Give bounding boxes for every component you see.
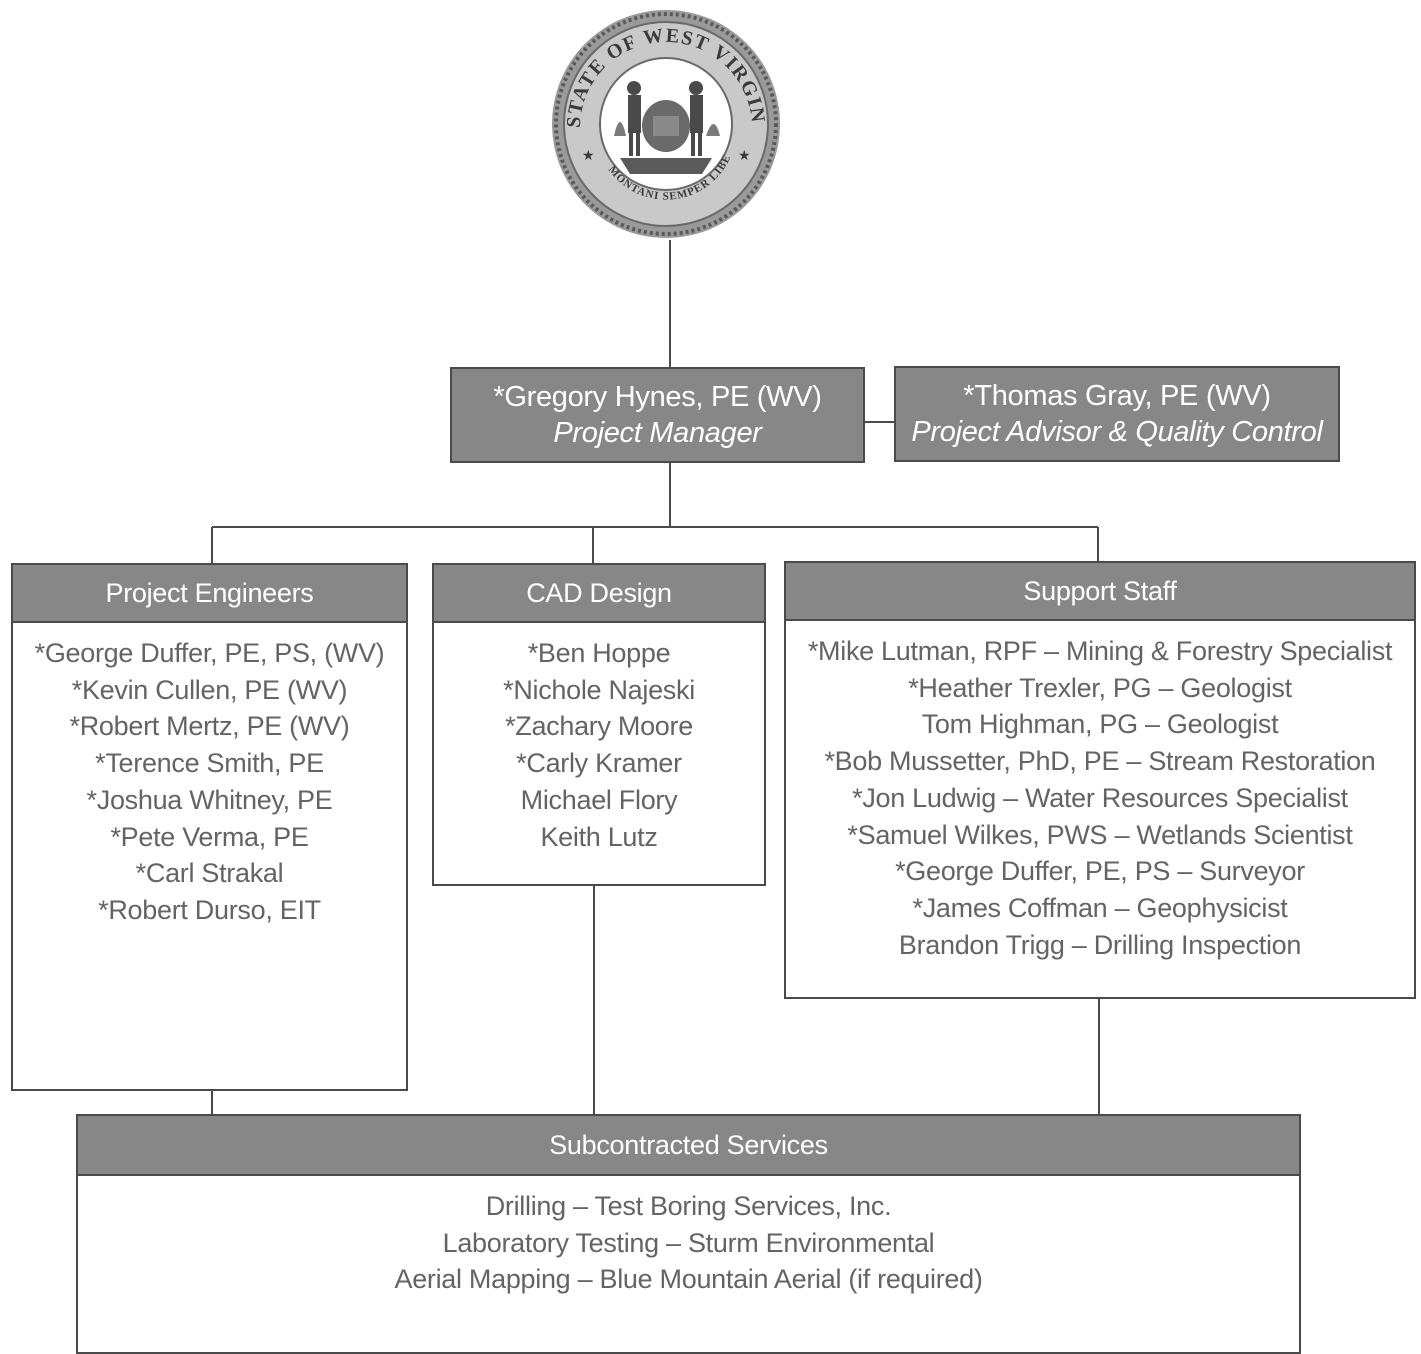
support-staff-list: *Mike Lutman, RPF – Mining & Forestry Sp… bbox=[786, 633, 1414, 963]
project-manager-box: *Gregory Hynes, PE (WV) Project Manager bbox=[450, 367, 865, 463]
support-member: *Jon Ludwig – Water Resources Specialist bbox=[852, 782, 1348, 813]
engineer-member: *Terence Smith, PE bbox=[95, 748, 324, 779]
cad-member: *Zachary Moore bbox=[505, 711, 693, 742]
state-seal: STATE OF WEST VIRGINIA MONTANI SEMPER LI… bbox=[542, 0, 782, 240]
engineer-member: *Carl Strakal bbox=[135, 858, 284, 889]
project-engineers-list: *George Duffer, PE, PS, (WV) *Kevin Culle… bbox=[13, 635, 406, 929]
support-staff-box: Support Staff *Mike Lutman, RPF – Mining… bbox=[784, 561, 1416, 999]
support-member: *Mike Lutman, RPF – Mining & Forestry Sp… bbox=[807, 636, 1393, 666]
support-member: *Samuel Wilkes, PWS – Wetlands Scientist bbox=[847, 819, 1353, 850]
svg-text:★: ★ bbox=[582, 147, 595, 163]
cad-member: *Carly Kramer bbox=[516, 748, 682, 779]
project-engineers-header: Project Engineers bbox=[13, 565, 406, 623]
cad-member: Michael Flory bbox=[520, 784, 678, 815]
engineer-member: *Pete Verma, PE bbox=[110, 821, 309, 852]
svg-text:★: ★ bbox=[738, 147, 751, 163]
subcontracted-services-header: Subcontracted Services bbox=[78, 1116, 1299, 1176]
subcontracted-services-box: Subcontracted Services Drilling – Test B… bbox=[76, 1114, 1301, 1354]
advisor-box: *Thomas Gray, PE (WV) Project Advisor & … bbox=[894, 366, 1340, 462]
subcontracted-service: Drilling – Test Boring Services, Inc. bbox=[485, 1191, 892, 1221]
engineer-member: *Robert Durso, EIT bbox=[98, 894, 321, 925]
engineer-member: *George Duffer, PE, PS, (WV) bbox=[34, 638, 385, 668]
cad-design-box: CAD Design *Ben Hoppe *Nichole Najeski *Za… bbox=[432, 563, 766, 886]
subcontracted-service: Laboratory Testing – Sturm Environmental bbox=[442, 1227, 935, 1258]
cad-member: Keith Lutz bbox=[540, 821, 658, 852]
support-member: Brandon Trigg – Drilling Inspection bbox=[898, 929, 1302, 960]
cad-member: *Ben Hoppe bbox=[527, 638, 671, 668]
subcontracted-service: Aerial Mapping – Blue Mountain Aerial (i… bbox=[394, 1264, 983, 1295]
cad-design-list: *Ben Hoppe *Nichole Najeski *Zachary Moore… bbox=[434, 635, 764, 855]
project-engineers-box: Project Engineers *George Duffer, PE, PS… bbox=[11, 563, 408, 1091]
support-member: *James Coffman – Geophysicist bbox=[912, 892, 1288, 923]
support-member: *Bob Mussetter, PhD, PE – Stream Restora… bbox=[824, 746, 1376, 777]
advisor-name: *Thomas Gray, PE (WV) bbox=[963, 380, 1271, 412]
seal-emblem-icon: STATE OF WEST VIRGINIA MONTANI SEMPER LI… bbox=[542, 0, 780, 238]
support-staff-header: Support Staff bbox=[786, 563, 1414, 621]
project-manager-name: *Gregory Hynes, PE (WV) bbox=[493, 381, 822, 413]
cad-member: *Nichole Najeski bbox=[503, 674, 695, 705]
engineer-member: *Kevin Cullen, PE (WV) bbox=[71, 674, 348, 705]
project-manager-role: Project Manager bbox=[553, 417, 762, 449]
cad-design-header: CAD Design bbox=[434, 565, 764, 623]
engineer-member: *Robert Mertz, PE (WV) bbox=[69, 711, 350, 742]
advisor-role: Project Advisor & Quality Control bbox=[911, 416, 1323, 448]
support-member: *Heather Trexler, PG – Geologist bbox=[908, 672, 1292, 703]
support-member: *George Duffer, PE, PS – Surveyor bbox=[895, 856, 1305, 887]
subcontracted-services-list: Drilling – Test Boring Services, Inc. Lab… bbox=[78, 1188, 1299, 1298]
engineer-member: *Joshua Whitney, PE bbox=[86, 784, 333, 815]
support-member: Tom Highman, PG – Geologist bbox=[921, 709, 1279, 740]
